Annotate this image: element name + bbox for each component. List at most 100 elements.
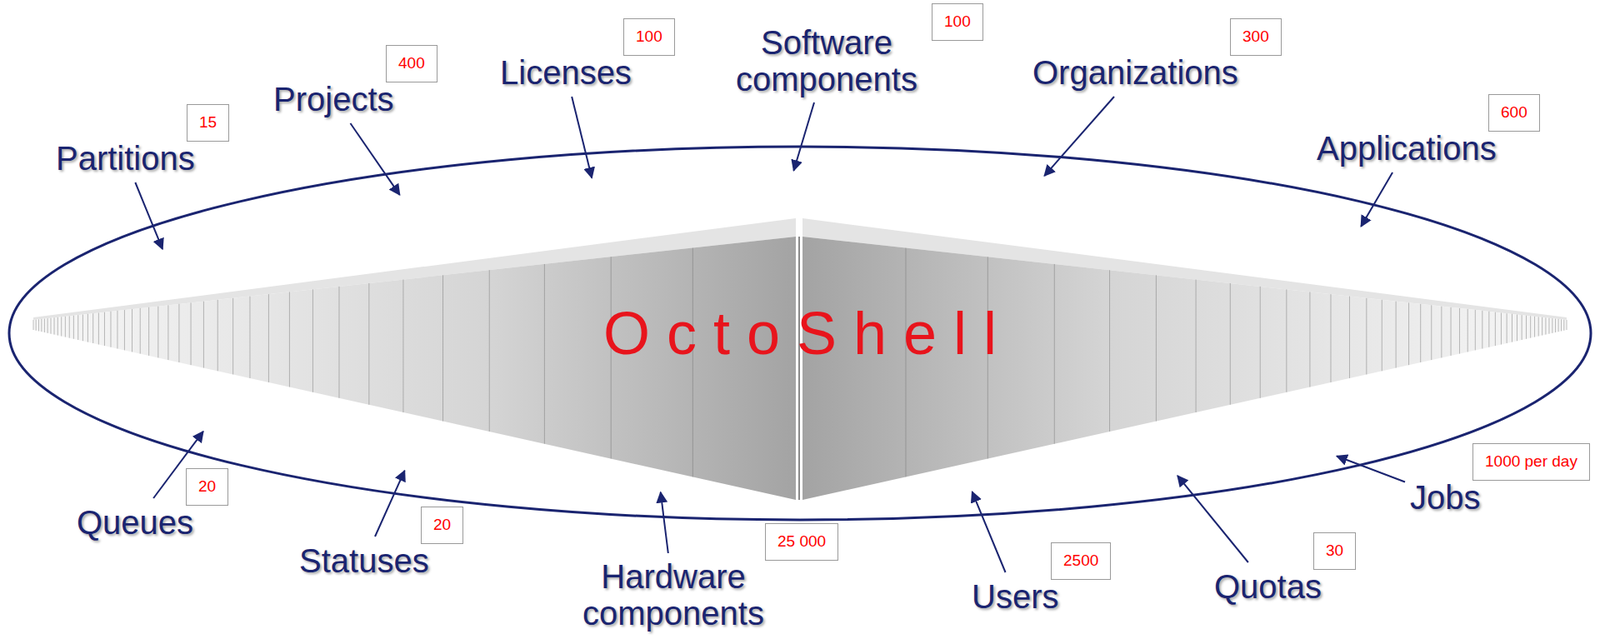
rack-divider	[131, 309, 133, 352]
rack-divider	[1481, 310, 1483, 350]
rack-divider	[489, 270, 490, 432]
count-box: 1000 per day	[1472, 443, 1590, 481]
rack-divider	[1538, 316, 1540, 336]
rack-divider	[1285, 289, 1287, 392]
rack-divider	[1420, 304, 1421, 363]
rack-divider	[87, 314, 89, 343]
rack-divider	[50, 318, 52, 335]
rack-divider	[92, 313, 94, 344]
rack-divider	[1488, 311, 1490, 348]
rack-divider	[110, 311, 111, 348]
arrow-connector	[1044, 96, 1115, 176]
rack-divider	[1330, 294, 1331, 383]
rack-divider	[1495, 312, 1496, 346]
rack-divider	[65, 316, 66, 338]
entity-name: Statuses	[299, 541, 430, 580]
rack-divider	[1534, 316, 1535, 338]
entity-label: Hardware components25 000	[573, 558, 774, 632]
rack-divider	[1450, 307, 1452, 356]
entity-label: Projects400	[273, 80, 395, 119]
count-box: 100	[623, 18, 675, 56]
rack-divider	[402, 279, 404, 412]
rack-divider	[40, 319, 42, 332]
count-box: 15	[186, 104, 230, 142]
rack-row	[802, 236, 1567, 500]
rack-divider	[116, 310, 118, 350]
entity-name: Partitions	[55, 139, 195, 178]
arrow-connector	[793, 102, 815, 171]
system-name: OctoShell	[586, 299, 1014, 369]
entity-label: Licenses100	[500, 53, 632, 92]
rack-divider	[544, 264, 545, 445]
rack-divider	[157, 306, 159, 359]
rack-divider	[1155, 275, 1157, 421]
rack-divider	[232, 298, 234, 375]
entity-name: Applications	[1316, 129, 1497, 168]
rack-divider	[33, 320, 35, 330]
entity-label: Queues20	[76, 503, 195, 542]
rack-divider	[1349, 296, 1350, 379]
count-box: 400	[385, 45, 438, 83]
rack-divider	[190, 302, 192, 365]
rack-divider	[1521, 315, 1523, 340]
arrow-connector	[972, 491, 1006, 573]
rack-divider	[47, 318, 49, 334]
count-box: 25 000	[765, 523, 839, 561]
rack-divider	[1395, 301, 1397, 369]
rack-divider	[1430, 305, 1432, 360]
entity-label: Quotas30	[1214, 567, 1322, 606]
entity-label: Partitions15	[55, 139, 195, 178]
arrow-connector	[660, 492, 669, 554]
count-box: 2500	[1050, 542, 1111, 580]
ellipse-shape	[9, 146, 1591, 520]
rack-divider	[1230, 283, 1231, 405]
rack-divider	[82, 315, 84, 342]
rack-divider	[1054, 264, 1055, 445]
entity-label: Users2500	[971, 577, 1060, 616]
count-box: 300	[1230, 18, 1282, 56]
rack-divider	[1195, 279, 1197, 412]
rack-divider	[1525, 315, 1527, 340]
entity-label: Jobs1000 per day	[1410, 478, 1481, 517]
rack-divider	[38, 319, 40, 331]
rack-divider	[1506, 313, 1508, 344]
rack-divider	[268, 294, 270, 383]
rack-divider	[167, 305, 169, 360]
count-box: 600	[1488, 94, 1540, 132]
rack-divider	[1309, 291, 1310, 387]
entity-label: Software components100	[726, 24, 927, 98]
arrow-connector	[350, 123, 400, 195]
rack-divider	[338, 286, 340, 399]
rack-divider	[1530, 315, 1531, 338]
rack-divider	[1467, 309, 1469, 352]
entity-name: Organizations	[1032, 53, 1239, 92]
rack-divider	[368, 283, 370, 405]
rack-divider	[1551, 318, 1553, 334]
entity-name: Licenses	[500, 53, 632, 92]
rack-divider	[178, 304, 180, 363]
rack-divider	[312, 289, 314, 392]
rack-divider	[203, 301, 205, 369]
rack-row	[33, 236, 796, 500]
rack-divider	[1563, 320, 1565, 331]
rack-divider	[44, 319, 45, 333]
entity-name: Jobs	[1410, 478, 1481, 517]
arrow-connector	[135, 182, 163, 250]
rack-divider	[1381, 300, 1383, 372]
entity-label: Organizations300	[1032, 53, 1239, 92]
rack-divider	[1566, 320, 1568, 330]
rack-divider	[69, 315, 70, 338]
rack-divider	[1440, 306, 1442, 359]
count-box: 100	[931, 3, 984, 41]
rack-divider	[1548, 318, 1550, 335]
rack-divider	[217, 300, 219, 372]
rack-divider	[77, 315, 79, 340]
rack-divider	[1511, 314, 1513, 343]
rack-divider	[124, 310, 125, 350]
rack-divider	[1408, 302, 1410, 365]
rack-divider	[442, 275, 444, 421]
rack-divider	[57, 317, 59, 336]
rack-divider	[1500, 312, 1502, 345]
entity-name: Users	[971, 577, 1059, 616]
entity-name: Projects	[273, 80, 395, 119]
